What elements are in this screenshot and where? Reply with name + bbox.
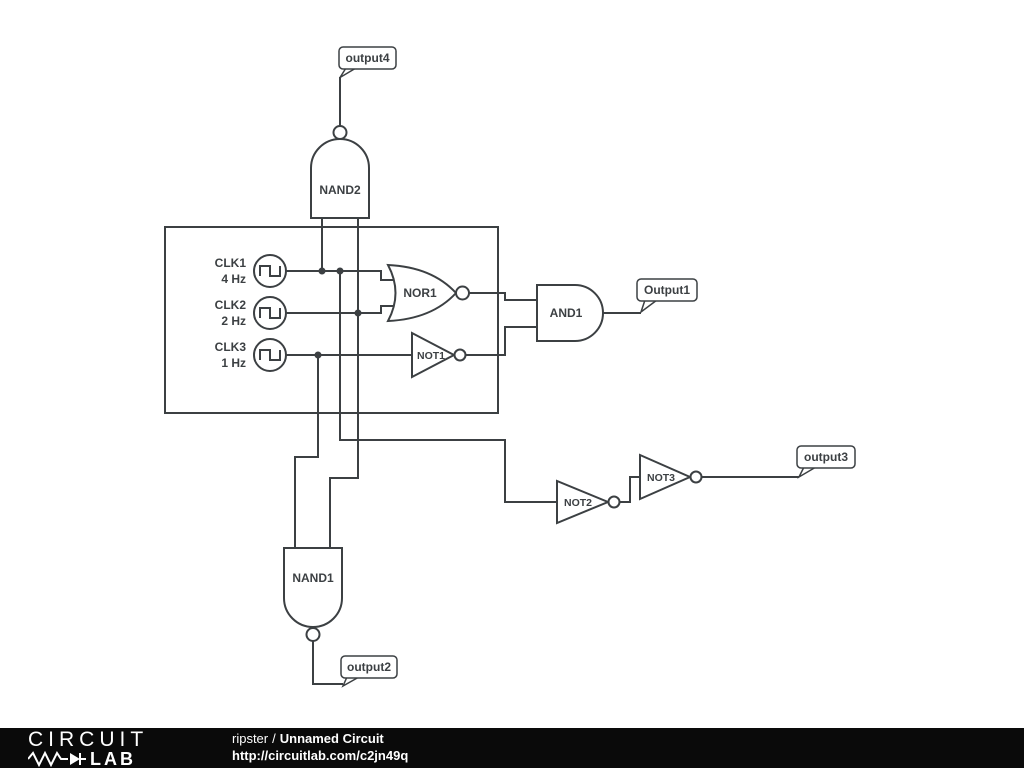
clock-name: CLK1 bbox=[215, 256, 247, 270]
junction-dot bbox=[314, 351, 322, 359]
wire[interactable] bbox=[620, 476, 640, 503]
circuitlab-logo: CIRCUIT LAB bbox=[28, 729, 198, 767]
gate-nor1[interactable]: NOR1 bbox=[386, 263, 470, 323]
gate-label: NOT2 bbox=[564, 497, 592, 509]
flag-label: output4 bbox=[346, 51, 390, 65]
and-gate-body bbox=[536, 284, 604, 342]
inverter-bubble-icon bbox=[607, 495, 621, 509]
flag-tail-icon bbox=[639, 299, 658, 315]
wire[interactable] bbox=[286, 270, 394, 281]
author-name: ripster bbox=[232, 731, 269, 747]
gate-label: NOT3 bbox=[647, 472, 675, 484]
gate-label: NAND1 bbox=[292, 571, 334, 585]
not-gate-body bbox=[556, 479, 611, 525]
square-wave-icon bbox=[259, 265, 281, 277]
flag-body bbox=[796, 445, 856, 469]
circuit-title: Unnamed Circuit bbox=[279, 731, 384, 747]
junction-dots bbox=[314, 267, 362, 359]
circuit-url: http://circuitlab.com/c2jn49q bbox=[232, 748, 409, 763]
schematic-svg: NAND2 CLK1 4 Hz CLK2 2 Hz CLK3 1 Hz NOR1 bbox=[164, 46, 856, 688]
inverter-bubble-icon bbox=[453, 348, 467, 362]
gate-label: NOR1 bbox=[403, 286, 437, 300]
wire[interactable] bbox=[469, 292, 537, 301]
flag-tail-icon bbox=[797, 466, 817, 479]
clock-frequency: 2 Hz bbox=[221, 314, 246, 328]
gate-nand1[interactable]: NAND1 bbox=[283, 547, 343, 642]
clock-name: CLK2 bbox=[215, 298, 247, 312]
clock-clk1[interactable]: CLK1 4 Hz bbox=[215, 254, 287, 288]
flag-output4[interactable]: output4 bbox=[338, 46, 397, 79]
flag-tail-icon bbox=[339, 67, 357, 79]
flag-output3[interactable]: output3 bbox=[796, 445, 856, 479]
not-gate-body bbox=[411, 331, 457, 379]
flag-label: Output1 bbox=[644, 283, 690, 297]
flag-body bbox=[338, 46, 397, 70]
wire-rectangle[interactable] bbox=[164, 226, 499, 414]
nor-gate-body bbox=[386, 263, 458, 323]
flag-body bbox=[340, 655, 398, 679]
gate-not2[interactable]: NOT2 bbox=[556, 479, 621, 525]
junction-dot bbox=[354, 309, 362, 317]
flag-label: output3 bbox=[804, 450, 848, 464]
gate-nand2[interactable]: NAND2 bbox=[310, 125, 370, 219]
inverter-bubble-icon bbox=[455, 285, 470, 301]
byline-separator: / bbox=[272, 731, 276, 747]
wire[interactable] bbox=[312, 641, 343, 685]
circuitlab-logo-svg: CIRCUIT LAB bbox=[28, 729, 148, 767]
clock-clk3[interactable]: CLK3 1 Hz bbox=[215, 338, 287, 372]
resistor-icon bbox=[28, 750, 68, 767]
gate-label: NAND2 bbox=[319, 183, 361, 197]
diode-icon bbox=[70, 753, 80, 765]
junction-dot bbox=[336, 267, 344, 275]
wire[interactable] bbox=[339, 271, 557, 503]
wire[interactable] bbox=[466, 326, 537, 356]
flag-output1[interactable]: Output1 bbox=[636, 278, 698, 315]
wire[interactable] bbox=[294, 355, 319, 548]
inverter-bubble-icon bbox=[332, 125, 348, 140]
not-gate-body bbox=[639, 453, 693, 501]
circuit-byline: ripster/Unnamed Circuit bbox=[232, 731, 408, 748]
gate-not1[interactable]: NOT1 bbox=[411, 331, 467, 379]
clock-clk2[interactable]: CLK2 2 Hz bbox=[215, 296, 287, 330]
flag-body bbox=[636, 278, 698, 302]
gate-label: AND1 bbox=[550, 306, 583, 320]
flag-label: output2 bbox=[347, 660, 391, 674]
logo-text-lab: LAB bbox=[90, 749, 136, 767]
inverter-bubble-icon bbox=[305, 627, 321, 642]
square-wave-icon bbox=[259, 307, 281, 319]
schematic-canvas: NAND2 CLK1 4 Hz CLK2 2 Hz CLK3 1 Hz NOR1 bbox=[164, 46, 856, 688]
wires bbox=[164, 77, 799, 685]
flag-tail-icon bbox=[341, 676, 360, 688]
logo-text-circuit: CIRCUIT bbox=[28, 729, 148, 751]
wire[interactable] bbox=[329, 218, 359, 548]
gate-and1[interactable]: AND1 bbox=[536, 284, 604, 342]
clock-name: CLK3 bbox=[215, 340, 247, 354]
junction-dot bbox=[318, 267, 326, 275]
flag-output2[interactable]: output2 bbox=[340, 655, 398, 688]
clock-frequency: 1 Hz bbox=[221, 356, 246, 370]
nand-gate-body bbox=[310, 138, 370, 219]
gate-not3[interactable]: NOT3 bbox=[639, 453, 703, 501]
square-wave-icon bbox=[259, 349, 281, 361]
inverter-bubble-icon bbox=[689, 470, 703, 484]
footer-bar: CIRCUIT LAB ripster/Unnamed Circuit http… bbox=[0, 728, 1024, 768]
gate-label: NOT1 bbox=[417, 350, 445, 362]
clock-frequency: 4 Hz bbox=[221, 272, 246, 286]
nand-gate-body bbox=[283, 547, 343, 628]
footer-text: ripster/Unnamed Circuit http://circuitla… bbox=[232, 731, 408, 765]
wire[interactable] bbox=[286, 305, 394, 314]
